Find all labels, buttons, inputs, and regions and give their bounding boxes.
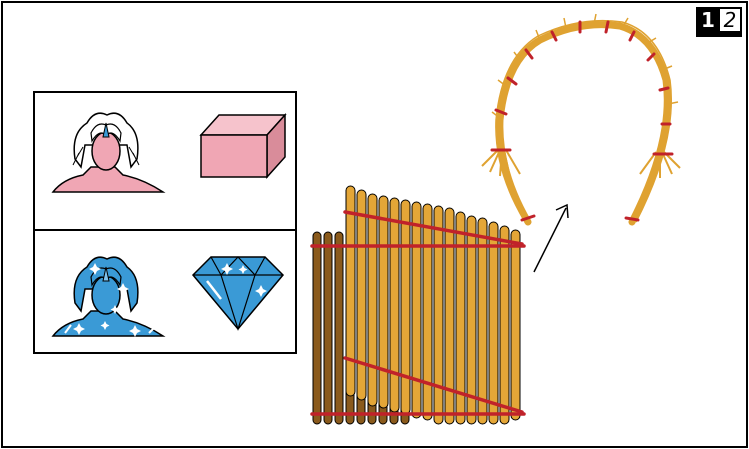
panel-divider bbox=[35, 229, 295, 231]
pink-figure-icon[interactable] bbox=[51, 112, 166, 193]
page-current[interactable]: 1 bbox=[698, 9, 718, 31]
straw-arch-icon[interactable] bbox=[481, 13, 681, 226]
page-indicator[interactable]: 1 2 bbox=[696, 7, 742, 37]
transformation-panel bbox=[33, 91, 297, 354]
pink-cube-icon[interactable] bbox=[199, 113, 287, 179]
diamond-icon[interactable] bbox=[191, 256, 285, 331]
bamboo-raft-icon[interactable] bbox=[310, 185, 526, 425]
blue-sparkle-figure-icon[interactable] bbox=[51, 256, 166, 337]
page-other[interactable]: 2 bbox=[720, 9, 740, 31]
panel-art bbox=[51, 112, 287, 337]
arrow-icon bbox=[533, 203, 569, 273]
